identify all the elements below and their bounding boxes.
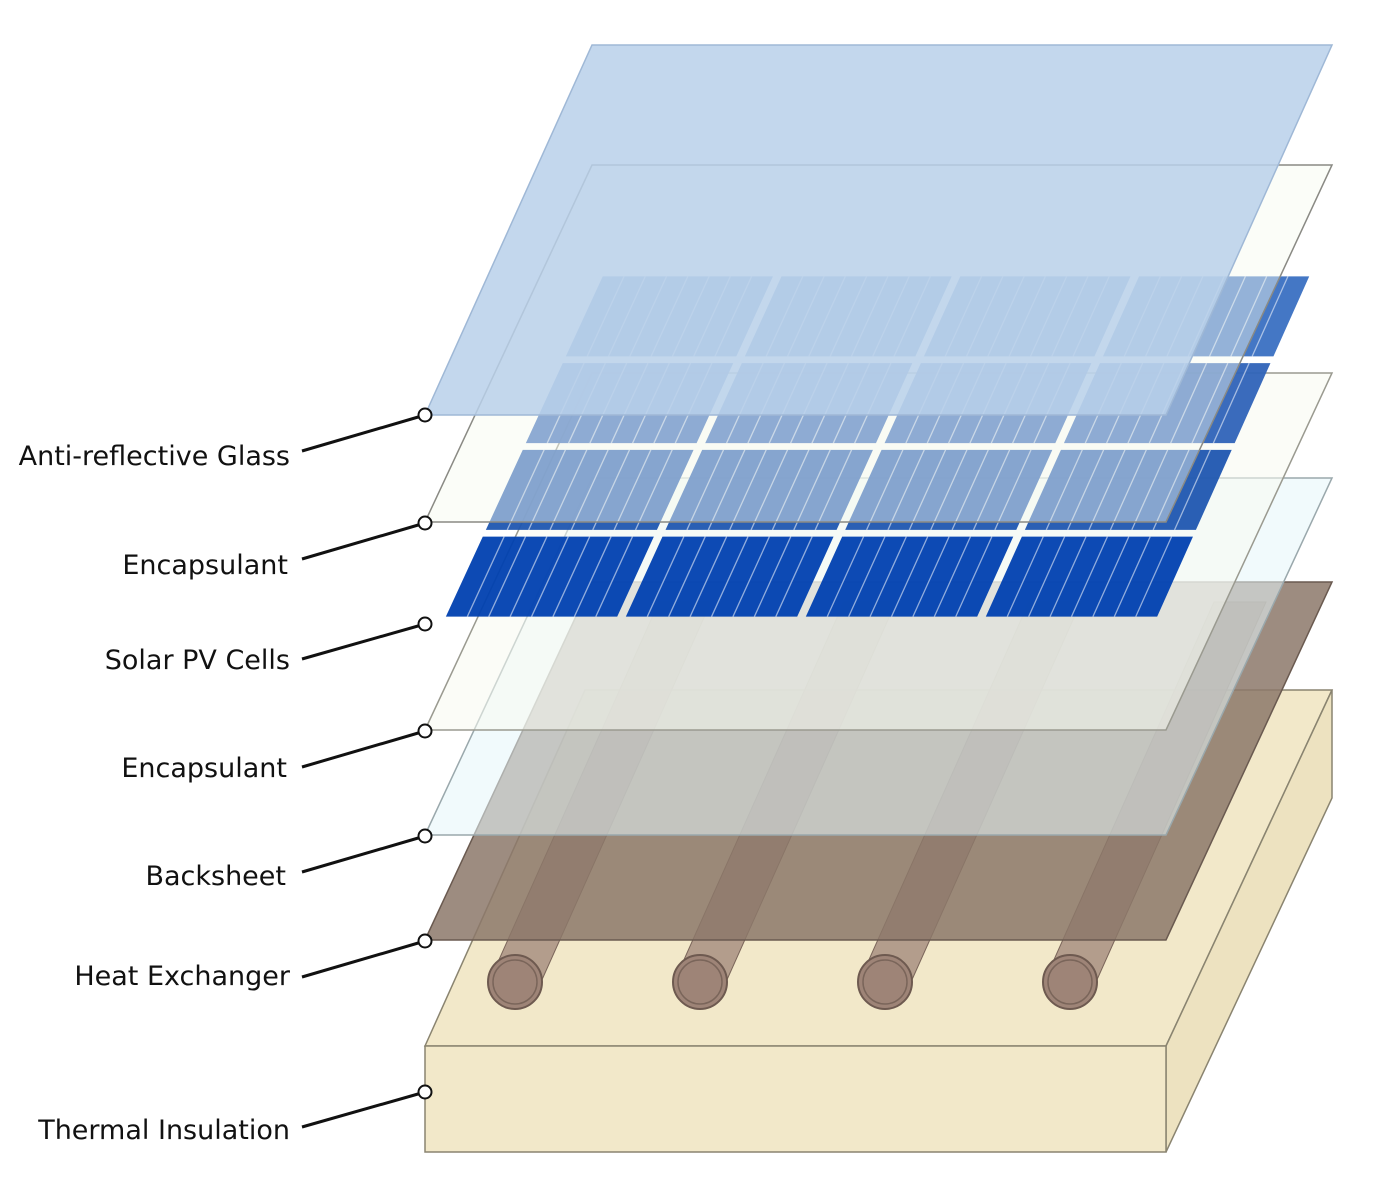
leader-line (301, 933, 433, 979)
leader-line (301, 723, 433, 769)
insulation-front-face (424, 1045, 1167, 1153)
leader-line (301, 616, 433, 661)
pv-cell (665, 449, 873, 531)
leader-line (301, 1084, 433, 1129)
pv-cell (985, 536, 1193, 617)
pv-cell (625, 536, 834, 617)
layer-label-encapsulant-bottom: Encapsulant (121, 753, 287, 784)
leader-line (301, 828, 433, 874)
pv-cell (445, 536, 654, 617)
layer-label-pv-cells: Solar PV Cells (104, 645, 290, 676)
layer-label-backsheet: Backsheet (145, 861, 286, 892)
pv-cell (1024, 449, 1232, 531)
pv-cell (485, 449, 694, 531)
pv-cell (845, 449, 1053, 531)
layer-label-glass: Anti-reflective Glass (18, 441, 290, 472)
leader-line (301, 407, 433, 453)
pv-cell (805, 536, 1014, 617)
anti-reflective-glass-layer (423, 44, 1334, 416)
layer-label-insulation: Thermal Insulation (38, 1115, 290, 1146)
layer-label-encapsulant-top: Encapsulant (122, 550, 288, 581)
leader-lines (301, 407, 433, 1129)
leader-line (301, 515, 433, 561)
layer-label-heat-exchanger: Heat Exchanger (74, 961, 290, 992)
